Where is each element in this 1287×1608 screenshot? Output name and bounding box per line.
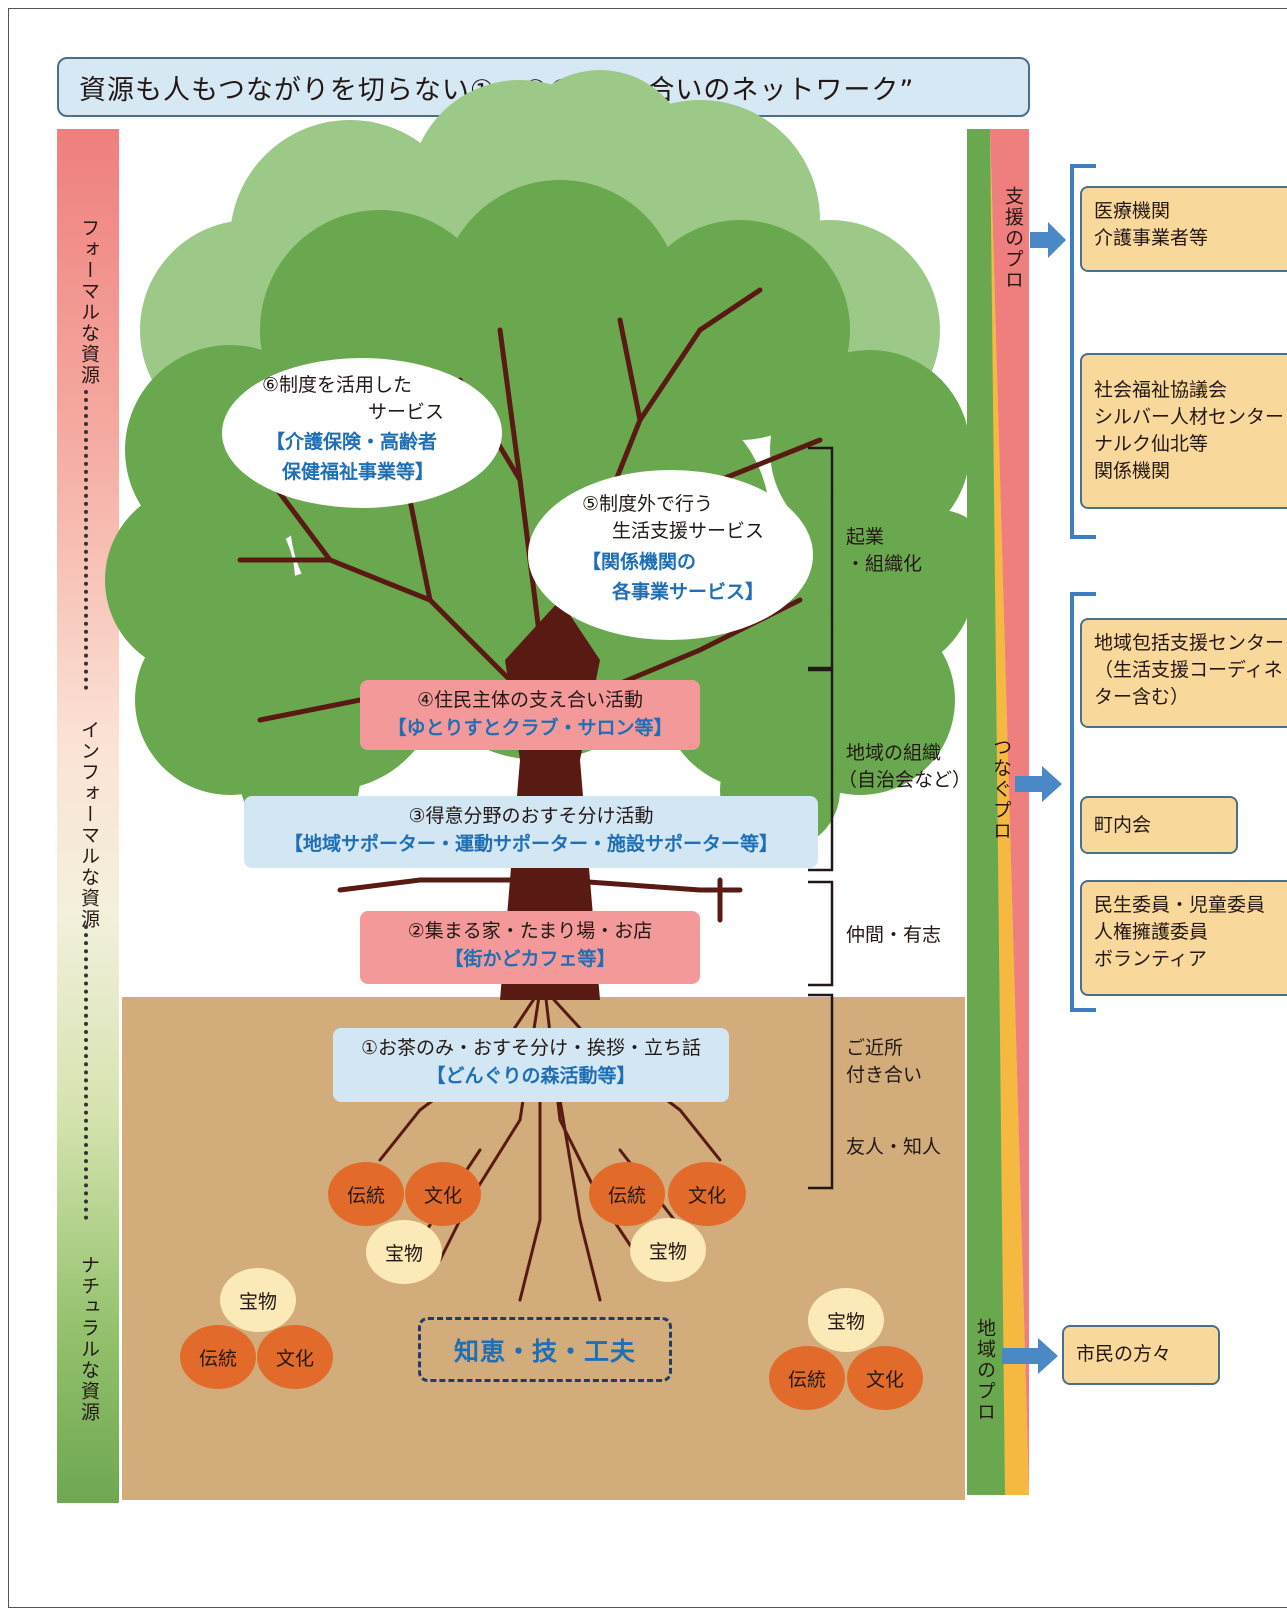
bubble-five bbox=[528, 470, 813, 640]
activity-two-box: ②集まる家・たまり場・お店 【街かどカフェ等】 bbox=[360, 911, 700, 984]
activity-one-example: 【どんぐりの森活動等】 bbox=[426, 1065, 636, 1087]
side-box-line: シルバー人材センター bbox=[1094, 406, 1285, 428]
culture-nut: 文化 bbox=[668, 1162, 746, 1226]
activity-three-title: ③得意分野のおすそ分け活動 bbox=[408, 805, 654, 827]
activity-three-box: ③得意分野のおすそ分け活動 【地域サポーター・運動サポーター・施設サポーター等】 bbox=[244, 796, 818, 868]
activity-two-example: 【街かどカフェ等】 bbox=[444, 948, 616, 970]
bubble-six-line1: ⑥制度を活用した bbox=[262, 374, 413, 396]
welfare-commissioners-box: 民生委員・児童委員 人権擁護委員 ボランティア bbox=[1080, 880, 1287, 996]
side-box-line: 医療機関 bbox=[1094, 200, 1171, 222]
treasure-nut: 宝物 bbox=[630, 1218, 706, 1282]
tsukiai-label: 付き合い bbox=[846, 1064, 923, 1086]
side-box-line: 市民の方々 bbox=[1076, 1343, 1172, 1365]
yujin-label: 友人・知人 bbox=[846, 1136, 942, 1158]
bubble-six-line4: 保健福祉事業等】 bbox=[282, 461, 435, 483]
resource-gradient-bar bbox=[57, 129, 119, 1503]
shien-band bbox=[990, 129, 1029, 1495]
soshikika-label: ・組織化 bbox=[846, 553, 923, 575]
connector-arrows bbox=[1002, 222, 1066, 1374]
side-box-line: 社会福祉協議会 bbox=[1094, 379, 1228, 401]
side-box-line: 人権擁護委員 bbox=[1094, 921, 1209, 943]
jichikai-label: （自治会など） bbox=[838, 769, 972, 791]
activity-one-box: ①お茶のみ・おすそ分け・挨拶・立ち話 【どんぐりの森活動等】 bbox=[333, 1028, 729, 1102]
natural-resource-label: ナチュラルな資源 bbox=[78, 1255, 100, 1423]
bubble-six bbox=[222, 358, 502, 508]
side-box-line: （生活支援コーディネ bbox=[1094, 659, 1283, 681]
tradition-nut: 伝統 bbox=[769, 1346, 845, 1410]
citizens-box: 市民の方々 bbox=[1062, 1325, 1220, 1385]
culture-nut: 文化 bbox=[257, 1325, 333, 1389]
side-box-line: 介護事業者等 bbox=[1094, 227, 1209, 249]
bubble-five-line1: ⑤制度外で行う bbox=[582, 493, 714, 515]
side-box-line: ター含む） bbox=[1094, 686, 1190, 708]
activity-three-example: 【地域サポーター・運動サポーター・施設サポーター等】 bbox=[283, 833, 778, 855]
chiiki-band bbox=[967, 129, 1005, 1495]
informal-resource-label: インフォーマルな資源 bbox=[78, 720, 100, 930]
activity-four-box: ④住民主体の支え合い活動 【ゆとりすとクラブ・サロン等】 bbox=[360, 680, 700, 750]
activity-two-title: ②集まる家・たまり場・お店 bbox=[407, 920, 653, 942]
social-welfare-box: 社会福祉協議会 シルバー人材センター ナルク仙北等 関係機関 bbox=[1080, 353, 1287, 509]
tradition-nut: 伝統 bbox=[589, 1162, 665, 1226]
tradition-nut: 伝統 bbox=[180, 1325, 256, 1389]
gokinjo-label: ご近所 bbox=[846, 1037, 904, 1059]
side-box-line: 関係機関 bbox=[1094, 460, 1171, 482]
bubble-five-line3: 【関係機関の bbox=[582, 551, 697, 573]
dotted-divider-lower bbox=[84, 925, 88, 1220]
formal-resource-label: フォーマルな資源 bbox=[78, 218, 100, 386]
treasure-nut: 宝物 bbox=[366, 1220, 442, 1284]
bubble-six-line3: 【介護保険・高齢者 bbox=[266, 431, 438, 453]
regional-support-center-box: 地域包括支援センター （生活支援コーディネ ター含む） bbox=[1080, 618, 1287, 728]
nakama-label: 仲間・有志 bbox=[846, 924, 942, 946]
side-box-line: 町内会 bbox=[1094, 814, 1152, 836]
kigyo-label: 起業 bbox=[846, 526, 885, 548]
chiiki-pro-label: 地域のプロ bbox=[974, 1318, 996, 1423]
side-box-line: 地域包括支援センター bbox=[1094, 632, 1285, 654]
culture-nut: 文化 bbox=[847, 1346, 923, 1410]
neighborhood-association-box: 町内会 bbox=[1080, 796, 1238, 854]
side-brackets bbox=[1070, 164, 1096, 1012]
side-box-line: ボランティア bbox=[1094, 948, 1207, 970]
bubble-six-line2: サービス bbox=[368, 401, 445, 423]
activity-one-title: ①お茶のみ・おすそ分け・挨拶・立ち話 bbox=[360, 1037, 702, 1059]
shien-pro-label: 支援のプロ bbox=[1002, 186, 1024, 291]
activity-four-example: 【ゆとりすとクラブ・サロン等】 bbox=[387, 717, 673, 739]
medical-institutions-box: 医療機関 介護事業者等 bbox=[1080, 186, 1287, 272]
side-box-line: ナルク仙北等 bbox=[1094, 433, 1209, 455]
culture-nut: 文化 bbox=[405, 1162, 481, 1226]
group-brackets bbox=[808, 446, 834, 1190]
tradition-nut: 伝統 bbox=[328, 1162, 404, 1226]
wisdom-skills-box: 知恵・技・工夫 bbox=[418, 1317, 672, 1382]
wisdom-skills-text: 知恵・技・工夫 bbox=[453, 1336, 636, 1366]
chiiki-soshiki-label: 地域の組織 bbox=[846, 742, 942, 764]
dotted-divider-upper bbox=[84, 390, 88, 690]
treasure-nut: 宝物 bbox=[808, 1288, 884, 1352]
bubble-five-line2: 生活支援サービス bbox=[612, 520, 765, 542]
side-box-line: 民生委員・児童委員 bbox=[1094, 894, 1266, 916]
activity-four-title: ④住民主体の支え合い活動 bbox=[416, 689, 644, 711]
tsunagu-pro-label: つなぐプロ bbox=[990, 737, 1012, 842]
bubble-five-line4: 各事業サービス】 bbox=[612, 581, 765, 603]
treasure-nut: 宝物 bbox=[220, 1268, 296, 1332]
